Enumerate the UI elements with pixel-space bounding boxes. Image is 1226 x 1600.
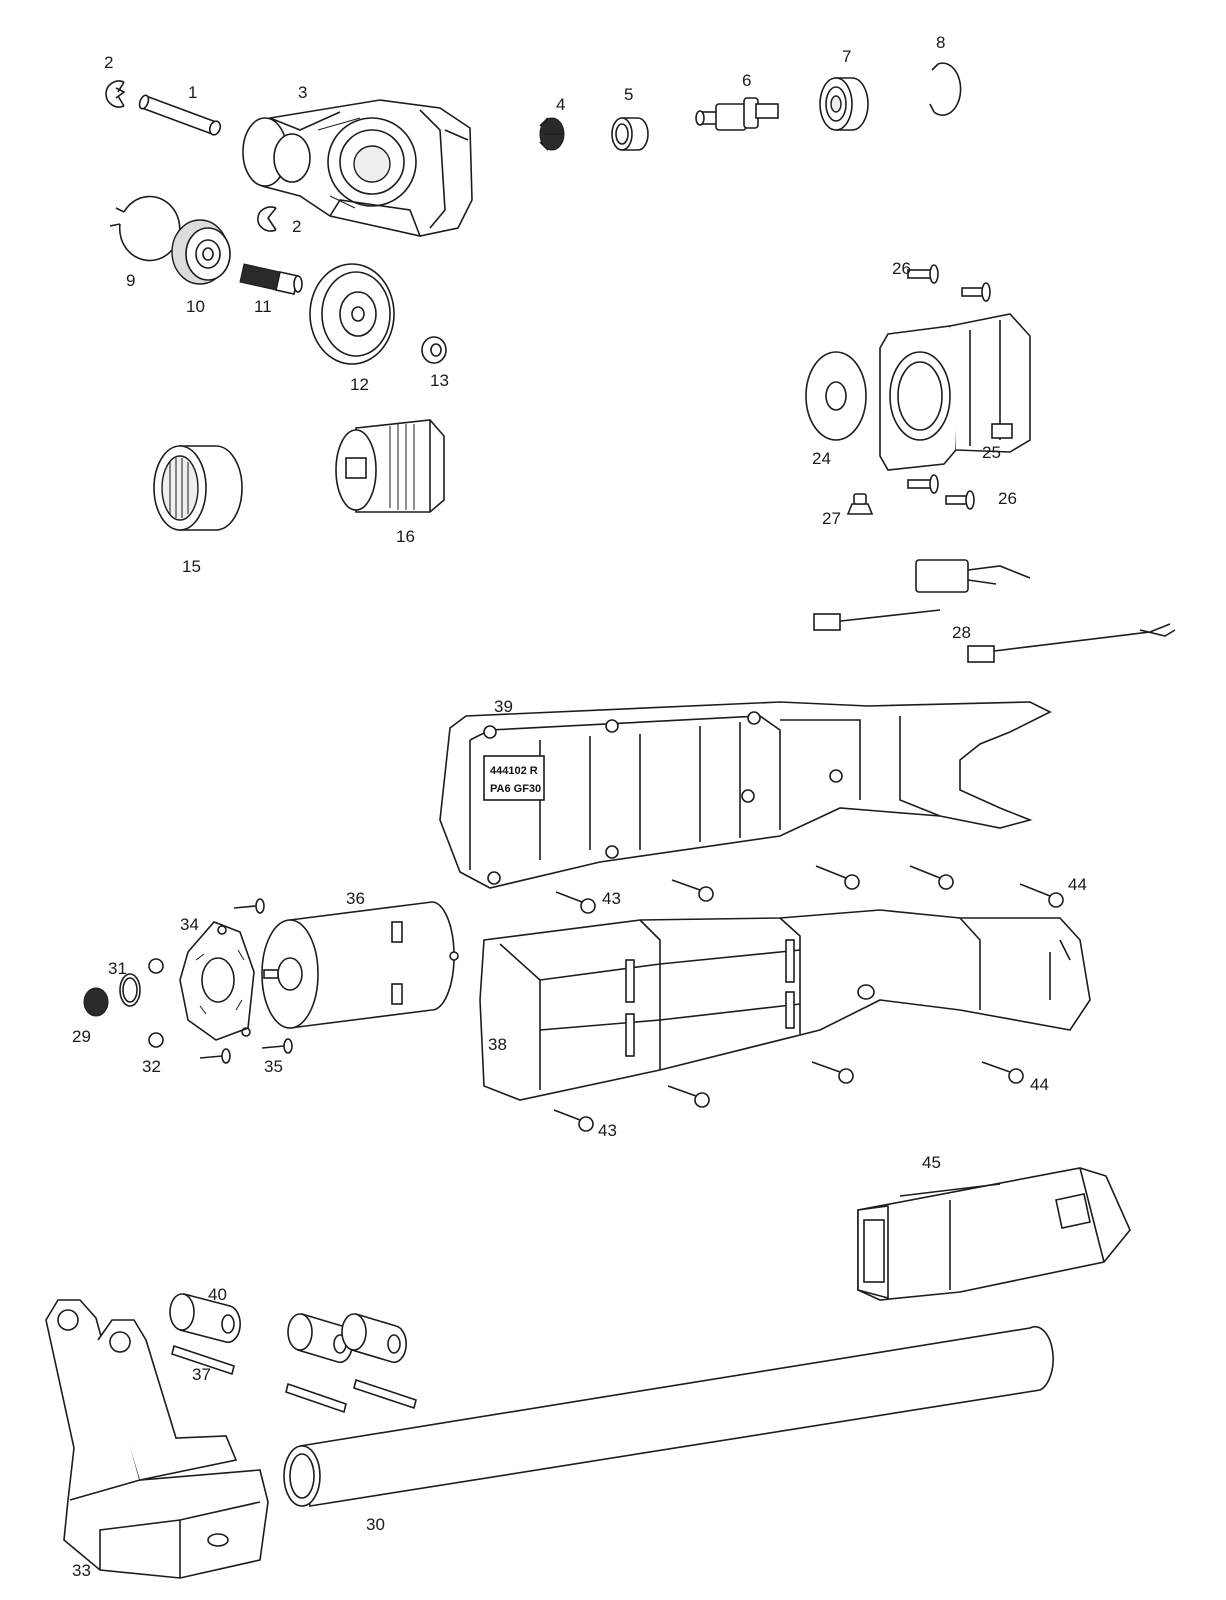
callout-35: 39: [494, 697, 513, 716]
callout-44-lower: 44: [1030, 1075, 1049, 1094]
callout-6: 6: [742, 71, 751, 90]
callout-5: 5: [624, 85, 633, 104]
part-retaining-ring: [929, 62, 962, 116]
part-gear-flange: [171, 219, 231, 285]
part-stand: [45, 1299, 269, 1579]
part-housing-half-upper: 444102 R PA6 GF30: [439, 701, 1052, 889]
part-gear-housing: [242, 99, 473, 237]
part-rod-38: [171, 1344, 235, 1376]
callout-10: 10: [186, 297, 205, 316]
part-screws-lower-row: [553, 1061, 1024, 1132]
callout-31: 32: [142, 1057, 161, 1076]
callout-28: 28: [952, 623, 971, 642]
part-planetary-gear-set: [335, 419, 445, 513]
part-pinion: [83, 987, 109, 1017]
callout-labels: 2 1 3 4 5 6 7 8 2 9 10 11 12 13 15 16 26…: [72, 33, 1087, 1580]
callout-39: 33: [72, 1561, 91, 1580]
part-o-ring: [119, 973, 141, 1007]
part-housing-half-lower: [479, 909, 1091, 1101]
part-tube: [283, 1325, 1054, 1507]
callout-26-lower: 26: [998, 489, 1017, 508]
callout-8: 8: [936, 33, 945, 52]
callout-4: 4: [556, 95, 565, 114]
part-e-clip-2: [257, 206, 277, 232]
part-switch-wires: [813, 559, 1176, 663]
callout-12: 12: [350, 375, 369, 394]
callout-27: 27: [822, 509, 841, 528]
part-small-button: [846, 493, 874, 515]
part-screws-26-upper: [907, 264, 991, 302]
part-bevel-gear: [539, 117, 565, 151]
part-screws-26-lower: [907, 474, 975, 510]
part-motor: [261, 901, 459, 1029]
callout-44-upper: 44: [1068, 875, 1087, 894]
callout-9: 9: [126, 271, 135, 290]
callout-43-upper: 43: [602, 889, 621, 908]
part-washer: [805, 351, 867, 441]
part-threaded-shaft: [239, 263, 303, 295]
callout-3: 3: [298, 83, 307, 102]
callout-16: 16: [396, 527, 415, 546]
callout-15: 15: [182, 557, 201, 576]
part-rollers-pair: [287, 1312, 407, 1364]
part-motor-mount: [879, 313, 1031, 471]
callout-43-lower: 43: [598, 1121, 617, 1140]
part-needle-bushing: [611, 117, 649, 151]
part-spindle: [695, 97, 779, 131]
callout-7: 7: [842, 47, 851, 66]
callout-32: 34: [180, 915, 199, 934]
callout-26-upper: 26: [892, 259, 911, 278]
part-motor-plate: [179, 921, 255, 1041]
callout-25: 25: [982, 443, 1001, 462]
callout-40: 30: [366, 1515, 385, 1534]
part-e-clip: [105, 80, 126, 108]
callout-13: 13: [430, 371, 449, 390]
callout-37: 40: [208, 1285, 227, 1304]
part-rollers-37: [169, 1292, 241, 1344]
part-disc: [309, 263, 395, 365]
callout-29: 29: [72, 1027, 91, 1046]
callout-34: 36: [346, 889, 365, 908]
callout-11: 11: [254, 297, 272, 316]
callout-36: 38: [488, 1035, 507, 1054]
callout-2-second: 2: [292, 217, 301, 236]
part-circlip: [109, 195, 181, 262]
callout-2: 2: [104, 53, 113, 72]
callout-45: 45: [922, 1153, 941, 1172]
housing-stamp-line2: PA6 GF30: [490, 783, 541, 795]
callout-38: 37: [192, 1365, 211, 1384]
callout-33: 35: [264, 1057, 283, 1076]
part-ball-bearing: [819, 77, 869, 131]
part-nut: [421, 336, 447, 364]
callout-24: 24: [812, 449, 831, 468]
part-pin: [138, 94, 222, 136]
housing-stamp-line1: 444102 R: [490, 765, 538, 777]
callout-1: 1: [188, 83, 197, 102]
part-motor-screws: [148, 898, 293, 1064]
part-battery-pack: [857, 1167, 1131, 1301]
part-screws-upper-row: [555, 865, 1064, 914]
callout-30: 31: [108, 959, 127, 978]
part-rods-pair: [285, 1378, 417, 1414]
part-ring-gear: [153, 445, 243, 531]
